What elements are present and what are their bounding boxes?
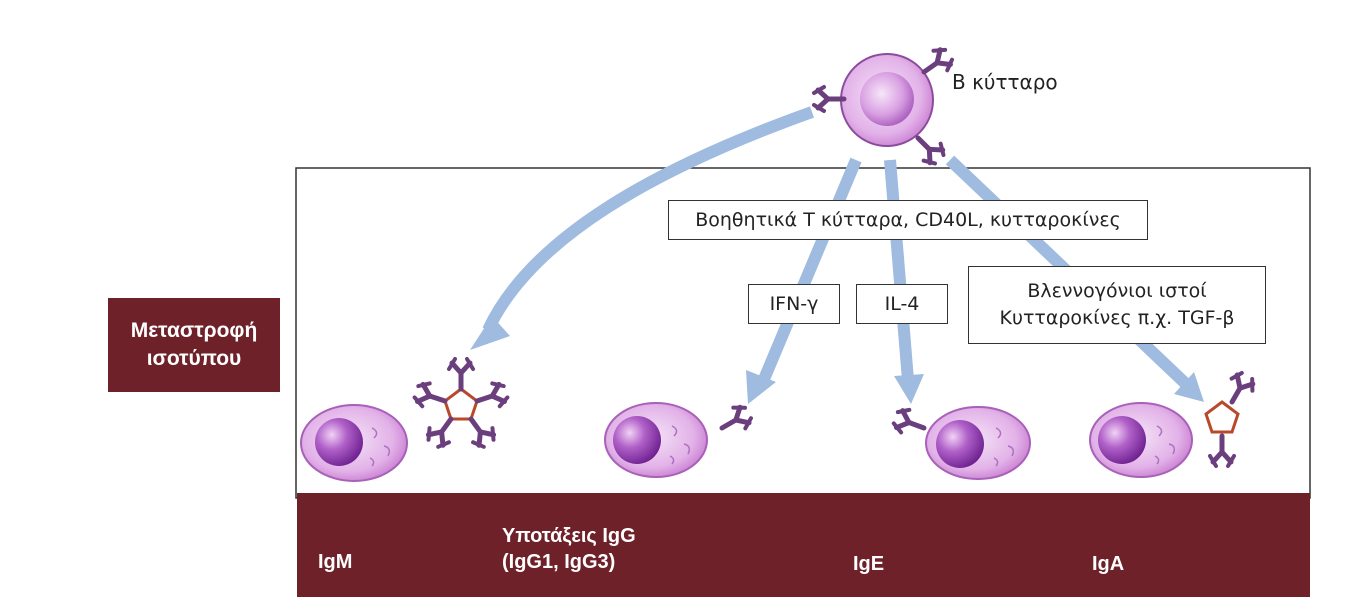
- plasma-cell-iga-icon: [1089, 402, 1193, 478]
- isotype-switching-line2: ισοτύπου: [146, 347, 242, 370]
- igg-antibody-icon: [716, 403, 754, 439]
- arrow-to-ige: [884, 159, 924, 404]
- ifn-gamma-box: IFN-γ: [748, 284, 840, 324]
- plasma-cell-ige-icon: [925, 406, 1031, 480]
- iga-dimer-icon: [1204, 370, 1257, 466]
- plasma-cell-igm-icon: [300, 404, 408, 482]
- isotype-switching-label: Μεταστροφή ισοτύπου: [108, 298, 280, 392]
- b-cell-label: Β κύτταρο: [952, 70, 1058, 94]
- mucosal-tissues-line1: Βλεννογόνιοι ιστοί: [1027, 280, 1207, 302]
- igm-pentamer-icon: [413, 359, 509, 450]
- helper-t-cells-box: Βοηθητικά Τ κύτταρα, CD40L, κυτταροκίνες: [668, 200, 1148, 240]
- isotype-band: [297, 493, 1310, 597]
- arrow-to-igg: [746, 157, 862, 404]
- b-cell-icon: [814, 45, 955, 168]
- arrow-to-igm: [470, 106, 815, 350]
- isotype-igg-label: Υποτάξεις IgG (IgG1, IgG3): [502, 523, 636, 575]
- isotype-iga-label: IgA: [1092, 553, 1125, 575]
- isotype-igm-label: IgM: [318, 551, 353, 573]
- isotype-igg-line1: Υποτάξεις IgG: [502, 525, 636, 547]
- isotype-ige-label: IgE: [853, 553, 885, 575]
- isotype-switching-line1: Μεταστροφή: [130, 319, 258, 342]
- mucosal-tissues-line2: Κυτταροκίνες π.χ. TGF-β: [999, 307, 1235, 329]
- il4-box: IL-4: [856, 284, 948, 324]
- isotype-igg-line2: (IgG1, IgG3): [502, 551, 616, 573]
- ige-antibody-icon: [892, 406, 928, 439]
- mucosal-tissues-box: Βλεννογόνιοι ιστοί Κυτταροκίνες π.χ. TGF…: [968, 266, 1266, 344]
- plasma-cell-igg-icon: [604, 402, 708, 478]
